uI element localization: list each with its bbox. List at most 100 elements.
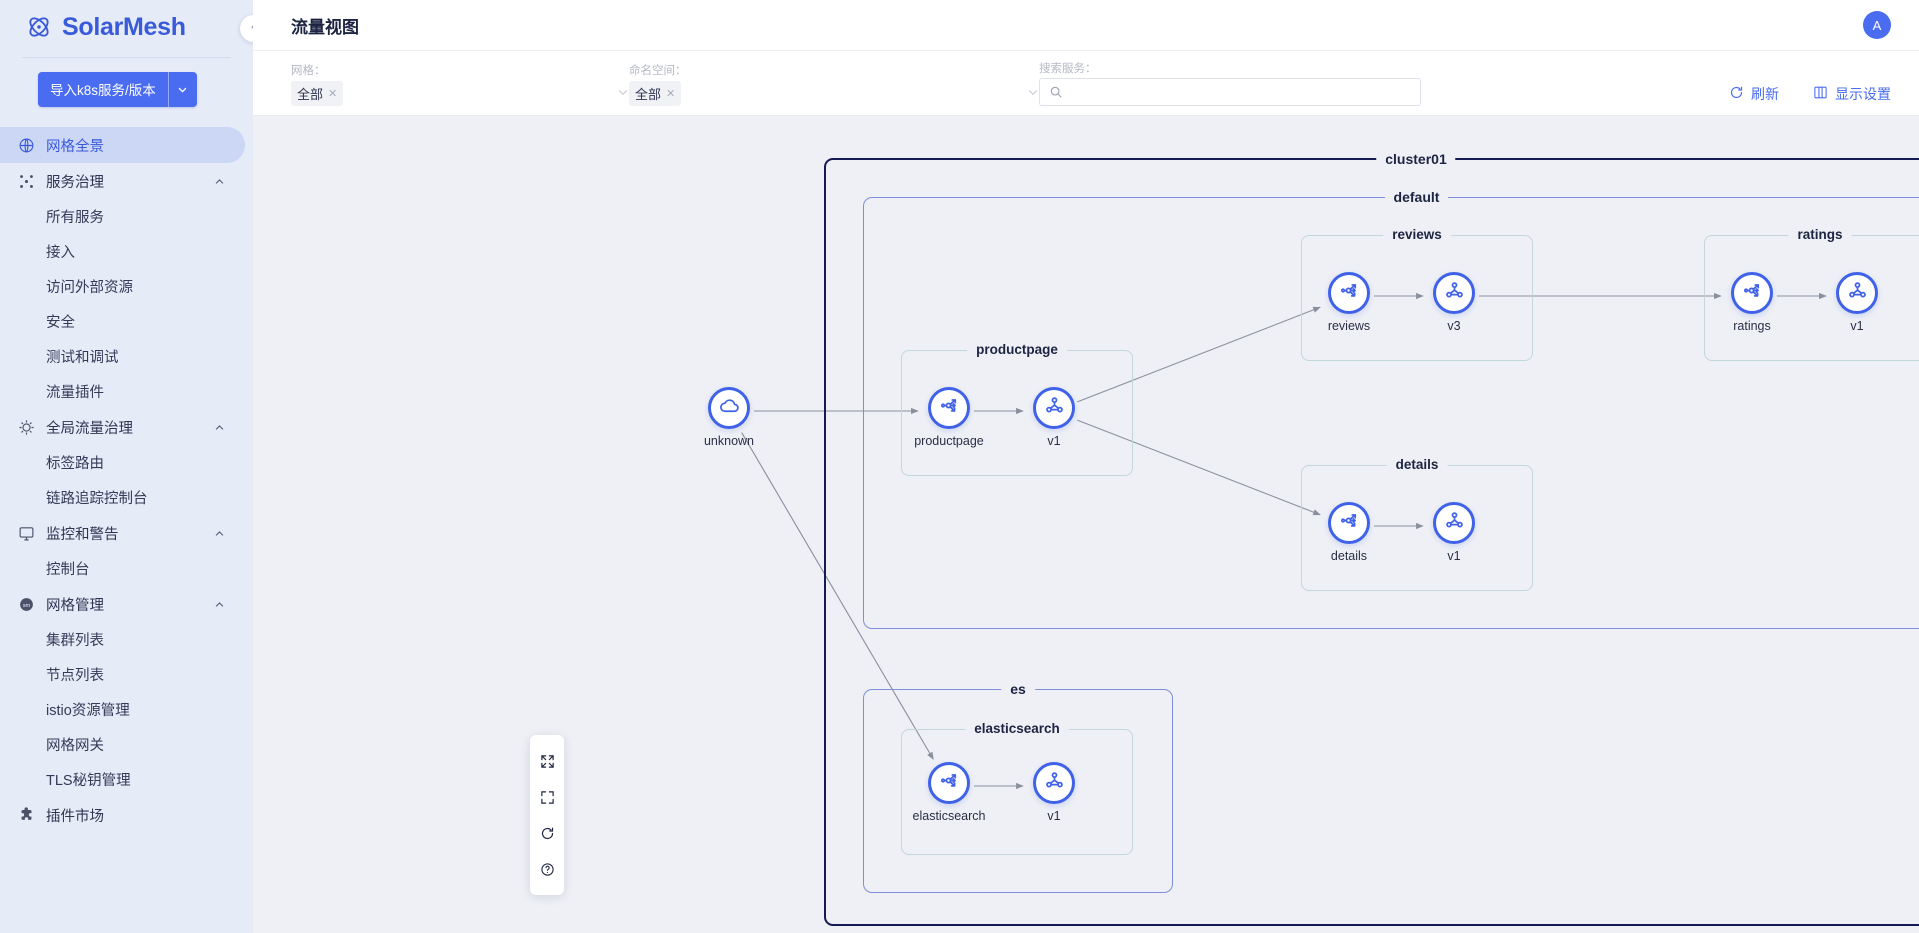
display-settings-button[interactable]: 显示设置: [1813, 84, 1891, 104]
sidebar-group-mesh-management[interactable]: sm 网格管理: [0, 586, 245, 622]
graph-edge-unknown-to-elasticsearch[interactable]: [741, 432, 934, 760]
sidebar-group-service-governance[interactable]: 服务治理: [0, 163, 245, 199]
sidebar-item-console[interactable]: 控制台: [0, 551, 253, 586]
graph-node-elasticsearch-v1[interactable]: v1: [1017, 762, 1091, 823]
mesh-select[interactable]: 全部 ✕: [291, 80, 629, 106]
brand[interactable]: SolarMesh: [0, 0, 253, 54]
chevron-up-icon[interactable]: [214, 422, 225, 433]
sidebar-item-mesh-gateway[interactable]: 网格网关: [0, 727, 253, 762]
chevron-up-icon[interactable]: [214, 176, 225, 187]
help-icon[interactable]: [532, 854, 562, 884]
sidebar-item-plugin-market[interactable]: 插件市场: [0, 797, 245, 833]
node-circle[interactable]: [928, 387, 970, 429]
sidebar-item-label: 插件市场: [46, 808, 104, 825]
import-row: 导入k8s服务/版本: [0, 58, 253, 119]
graph-node-ratings[interactable]: ratings: [1715, 272, 1789, 333]
chevron-down-icon[interactable]: [617, 86, 629, 101]
sidebar-item-security[interactable]: 安全: [0, 304, 253, 339]
sidebar-item-traffic-plugin[interactable]: 流量插件: [0, 374, 253, 409]
sidebar-item-test-debug[interactable]: 测试和调试: [0, 339, 253, 374]
close-icon[interactable]: ✕: [328, 87, 338, 100]
mesh-tag-text: 全部: [297, 86, 324, 102]
plugin-icon: [18, 806, 35, 824]
node-label: v1: [1047, 809, 1061, 823]
service-icon: [938, 769, 961, 797]
chevron-down-icon[interactable]: [169, 72, 197, 107]
display-settings-label: 显示设置: [1835, 86, 1891, 102]
chevron-down-icon[interactable]: [1027, 86, 1039, 101]
mesh-filter-label: 网格：: [291, 65, 326, 77]
search-icon: [1049, 85, 1063, 99]
atom-logo-icon: [26, 14, 52, 40]
graph-toolbar: [530, 735, 564, 895]
refresh-button[interactable]: 刷新: [1729, 84, 1779, 104]
refresh-label: 刷新: [1751, 86, 1779, 102]
avatar[interactable]: A: [1863, 11, 1891, 39]
sidebar-item-label: TLS秘钥管理: [46, 773, 131, 789]
close-icon[interactable]: ✕: [666, 87, 676, 100]
search-filter-label: 搜索服务：: [1039, 63, 1097, 75]
sidebar-item-istio-resources[interactable]: istio资源管理: [0, 692, 253, 727]
namespace-filter: 命名空间： 全部 ✕: [629, 62, 1039, 106]
graph-node-reviews-v3[interactable]: v3: [1417, 272, 1491, 333]
sidebar-item-tls-keys[interactable]: TLS秘钥管理: [0, 762, 253, 797]
fit-to-screen-icon[interactable]: [532, 746, 562, 776]
sidebar-item-mesh-overview[interactable]: 网格全景: [0, 127, 245, 163]
search-service-filter: 搜索服务：: [1039, 60, 1421, 106]
sidebar-collapse-button[interactable]: [240, 15, 253, 42]
node-label: details: [1330, 549, 1368, 563]
sidebar-item-all-services[interactable]: 所有服务: [0, 199, 253, 234]
graph-node-elasticsearch[interactable]: elasticsearch: [912, 762, 986, 823]
sidebar-item-label: 网格全景: [46, 138, 104, 155]
node-circle[interactable]: [1033, 762, 1075, 804]
sidebar-group-label: 网格管理: [46, 597, 104, 614]
svg-text:sm: sm: [23, 602, 31, 608]
mesh-icon: [18, 173, 35, 190]
namespace-filter-label: 命名空间：: [629, 65, 687, 77]
chevron-up-icon[interactable]: [214, 528, 225, 539]
reload-icon[interactable]: [532, 818, 562, 848]
graph-node-productpage[interactable]: productpage: [912, 387, 986, 448]
node-circle[interactable]: [1328, 502, 1370, 544]
node-circle[interactable]: [1433, 502, 1475, 544]
search-input[interactable]: [1070, 84, 1411, 100]
sidebar-item-label-routing[interactable]: 标签路由: [0, 445, 253, 480]
graph-node-ratings-v1[interactable]: v1: [1820, 272, 1894, 333]
node-circle[interactable]: [1033, 387, 1075, 429]
sidebar-group-monitoring[interactable]: 监控和警告: [0, 515, 245, 551]
graph-node-productpage-v1[interactable]: v1: [1017, 387, 1091, 448]
mesh-filter: 网格： 全部 ✕: [291, 62, 629, 106]
graph-edge-productpage-v1-to-details[interactable]: [1077, 419, 1321, 516]
service-icon: [1338, 509, 1361, 537]
sidebar-item-label: 所有服务: [46, 210, 104, 226]
fullscreen-icon[interactable]: [532, 782, 562, 812]
graph-node-details-v1[interactable]: v1: [1417, 502, 1491, 563]
sidebar-item-ingress[interactable]: 接入: [0, 234, 253, 269]
node-label: productpage: [914, 434, 984, 448]
service-icon: [938, 394, 961, 422]
graph-edge-productpage-v1-to-reviews[interactable]: [1077, 306, 1321, 403]
sidebar-item-external-resources[interactable]: 访问外部资源: [0, 269, 253, 304]
node-circle[interactable]: [928, 762, 970, 804]
sidebar-item-cluster-list[interactable]: 集群列表: [0, 622, 253, 657]
search-input-wrapper[interactable]: [1039, 78, 1421, 106]
sidebar-item-tracing-console[interactable]: 链路追踪控制台: [0, 480, 253, 515]
graph-node-unknown[interactable]: unknown: [692, 387, 766, 448]
sidebar-group-global-traffic[interactable]: 全局流量治理: [0, 409, 245, 445]
sidebar-item-label: 访问外部资源: [46, 280, 133, 296]
node-circle[interactable]: [1731, 272, 1773, 314]
chevron-up-icon[interactable]: [214, 599, 225, 610]
import-k8s-button[interactable]: 导入k8s服务/版本: [38, 72, 197, 107]
sidebar-item-node-list[interactable]: 节点列表: [0, 657, 253, 692]
node-circle[interactable]: [1433, 272, 1475, 314]
namespace-select[interactable]: 全部 ✕: [629, 80, 1039, 106]
node-circle[interactable]: [1328, 272, 1370, 314]
node-circle[interactable]: [1836, 272, 1878, 314]
sidebar: SolarMesh 导入k8s服务/版本 网格全景: [0, 0, 253, 933]
namespace-selected-tag: 全部 ✕: [629, 80, 682, 106]
graph-node-reviews[interactable]: reviews: [1312, 272, 1386, 333]
graph-node-details[interactable]: details: [1312, 502, 1386, 563]
import-button-label: 导入k8s服务/版本: [50, 83, 156, 98]
node-circle[interactable]: [708, 387, 750, 429]
